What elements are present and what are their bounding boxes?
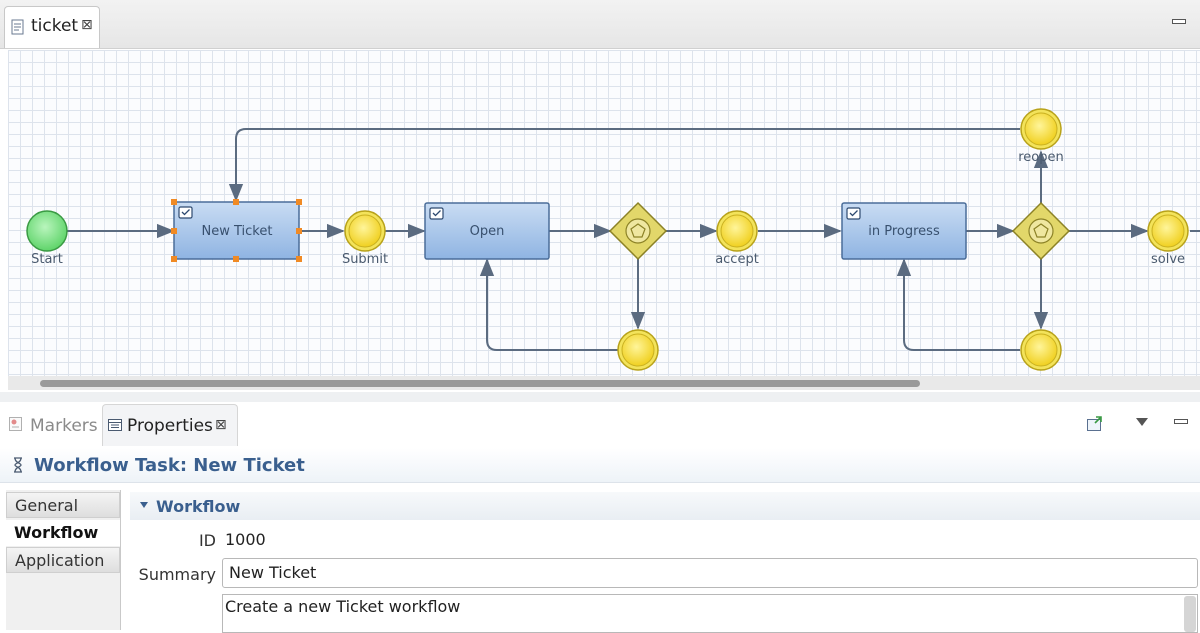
editor-tab-bar (0, 0, 1200, 49)
minimize-icon[interactable] (1172, 14, 1186, 28)
task-open[interactable]: Open (424, 202, 550, 260)
start-event[interactable] (26, 210, 68, 252)
section-title: Workflow (156, 497, 241, 516)
id-value: 1000 (225, 530, 266, 549)
edge[interactable] (228, 128, 1020, 202)
section-header-workflow[interactable]: Workflow (130, 492, 1200, 520)
pin-view-icon[interactable] (1086, 416, 1104, 432)
view-menu-icon[interactable] (1136, 418, 1148, 426)
event-label: solve (1151, 252, 1185, 267)
event-accept[interactable] (716, 210, 758, 252)
panel-separator[interactable] (0, 392, 1200, 402)
event-reopen[interactable] (1020, 108, 1062, 150)
editor-tab-label: ticket (31, 16, 79, 36)
workflow-canvas[interactable]: Start New Ticket Submit Open (8, 50, 1200, 390)
event-submit[interactable] (344, 210, 386, 252)
expand-toggle-icon[interactable] (140, 502, 148, 508)
gateway[interactable] (1011, 201, 1071, 261)
start-label: Start (31, 252, 63, 267)
workflow-task-icon (12, 456, 24, 478)
editor-tab-ticket[interactable]: ticket ⊠ (4, 6, 100, 48)
close-icon[interactable]: ⊠ (81, 17, 93, 33)
minimize-icon[interactable] (1174, 416, 1188, 428)
close-icon[interactable]: ⊠ (215, 417, 227, 433)
summary-label: Summary (138, 565, 216, 584)
tab-markers[interactable]: Markers (4, 404, 100, 444)
task-label: in Progress (868, 224, 940, 239)
task-new-ticket[interactable]: New Ticket (171, 199, 302, 262)
summary-input[interactable]: New Ticket (222, 558, 1198, 588)
properties-icon (107, 417, 123, 437)
description-scrollbar[interactable] (1184, 596, 1196, 632)
horizontal-scrollbar[interactable] (8, 376, 1200, 390)
event[interactable] (1020, 329, 1062, 371)
task-in-progress[interactable]: in Progress (841, 202, 967, 260)
task-label: Open (470, 224, 505, 239)
properties-title-bar: Workflow Task: New Ticket (0, 448, 1200, 483)
event-label: Submit (342, 252, 388, 267)
file-icon (11, 19, 25, 39)
event[interactable] (617, 329, 659, 371)
id-label: ID (198, 531, 216, 550)
gateway[interactable] (608, 201, 668, 261)
event-solve[interactable] (1147, 210, 1189, 252)
edge[interactable] (479, 258, 618, 351)
description-textarea[interactable]: Create a new Ticket workflow (222, 594, 1198, 633)
sidebar-tab-workflow[interactable]: Workflow (6, 520, 120, 546)
tab-label: Properties (127, 416, 213, 436)
event-label: reopen (1018, 150, 1064, 165)
event-label: accept (715, 252, 759, 267)
workflow-diagram: Start New Ticket Submit Open (26, 108, 1200, 371)
tab-properties[interactable]: Properties ⊠ (102, 404, 238, 446)
tab-label: Markers (30, 416, 98, 436)
properties-sidebar: General Workflow Application (6, 490, 121, 630)
properties-title: Workflow Task: New Ticket (34, 455, 305, 476)
markers-icon (8, 416, 24, 436)
edge[interactable] (896, 258, 1020, 351)
sidebar-tab-application[interactable]: Application (6, 547, 120, 573)
scrollbar-thumb[interactable] (40, 380, 920, 387)
task-label: New Ticket (202, 224, 273, 239)
sidebar-tab-general[interactable]: General (6, 492, 120, 518)
